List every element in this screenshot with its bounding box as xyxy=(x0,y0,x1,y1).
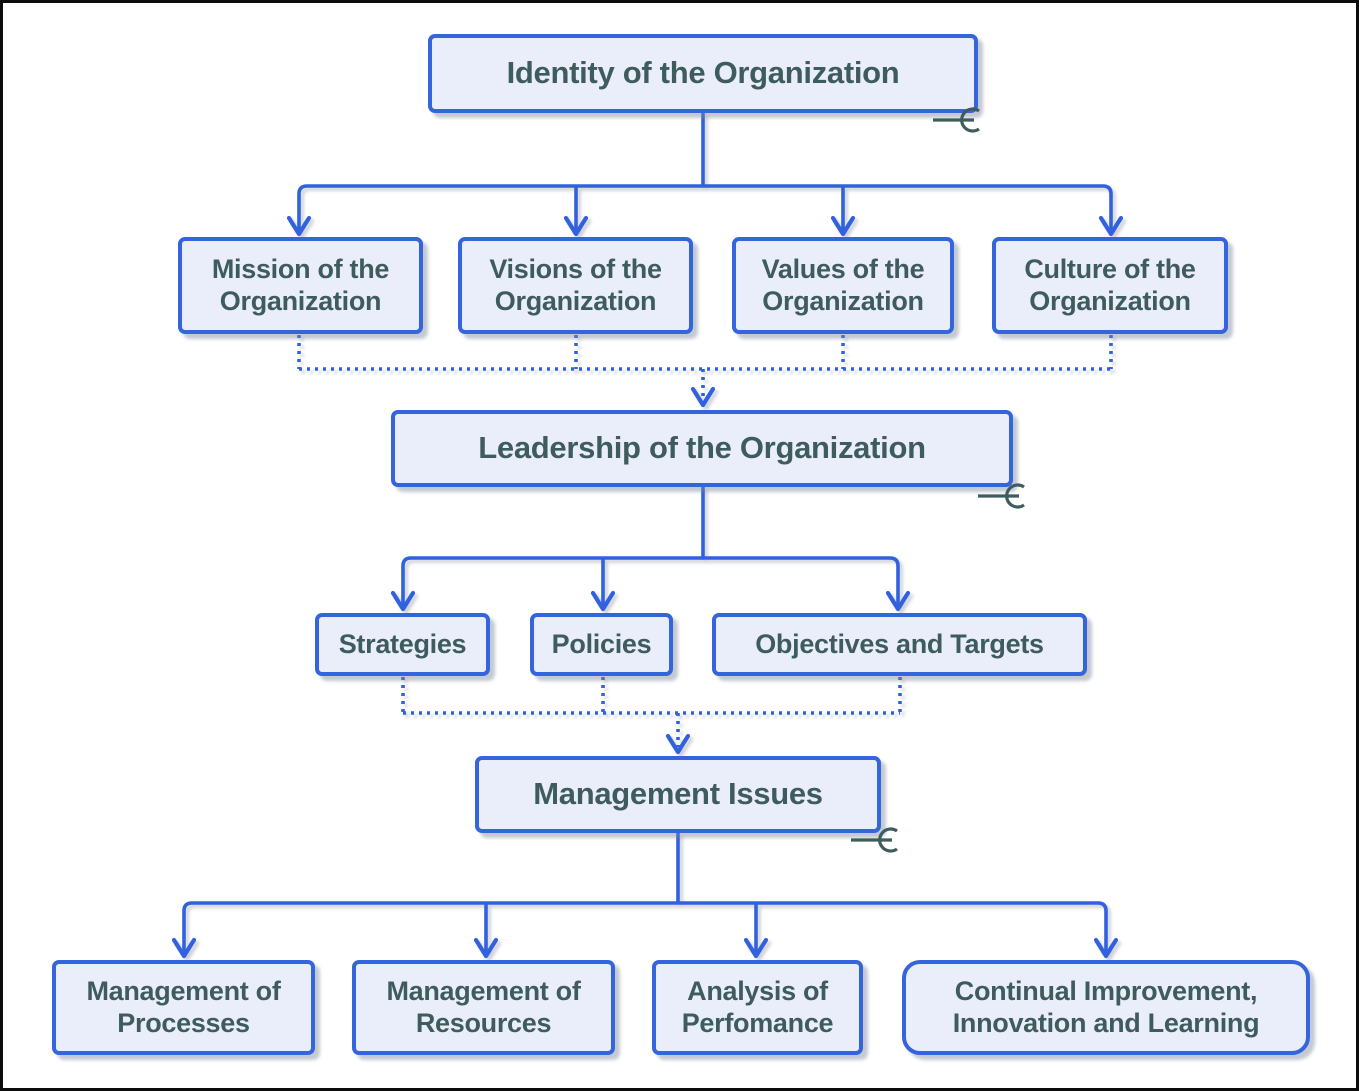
node-mission[interactable]: Mission of the Organization xyxy=(178,237,423,334)
collapse-icon[interactable] xyxy=(975,482,1033,510)
node-culture-label: Culture of the Organization xyxy=(1024,253,1196,316)
node-processes[interactable]: Management of Processes xyxy=(52,960,315,1055)
node-strategies[interactable]: Strategies xyxy=(315,613,490,676)
node-objectives[interactable]: Objectives and Targets xyxy=(712,613,1087,676)
edges-children-to-management-issues xyxy=(401,677,902,755)
edges-children-to-leadership xyxy=(297,335,1113,408)
node-values[interactable]: Values of the Organization xyxy=(732,237,954,334)
node-resources[interactable]: Management of Resources xyxy=(352,960,615,1055)
node-policies-label: Policies xyxy=(551,628,652,659)
edges-leadership-to-children xyxy=(390,487,911,612)
collapse-icon[interactable] xyxy=(848,826,906,854)
node-resources-label: Management of Resources xyxy=(386,975,581,1038)
node-visions[interactable]: Visions of the Organization xyxy=(458,237,693,334)
node-identity[interactable]: Identity of the Organization xyxy=(428,34,978,113)
node-continual[interactable]: Continual Improvement, Innovation and Le… xyxy=(902,960,1310,1055)
node-values-label: Values of the Organization xyxy=(761,253,925,316)
node-leadership[interactable]: Leadership of the Organization xyxy=(391,410,1013,487)
node-strategies-label: Strategies xyxy=(338,628,467,659)
node-continual-label: Continual Improvement, Innovation and Le… xyxy=(952,975,1260,1038)
node-visions-label: Visions of the Organization xyxy=(489,253,662,316)
edges-identity-to-children xyxy=(286,113,1124,237)
node-analysis-label: Analysis of Perfomance xyxy=(681,975,834,1038)
node-analysis[interactable]: Analysis of Perfomance xyxy=(652,960,863,1055)
node-management-issues[interactable]: Management Issues xyxy=(475,756,881,833)
node-policies[interactable]: Policies xyxy=(530,613,673,676)
node-objectives-label: Objectives and Targets xyxy=(755,628,1044,659)
node-leadership-label: Leadership of the Organization xyxy=(478,430,926,466)
node-management-issues-label: Management Issues xyxy=(533,776,823,812)
node-processes-label: Management of Processes xyxy=(86,975,281,1038)
connector-lines xyxy=(171,113,1124,959)
node-culture[interactable]: Culture of the Organization xyxy=(992,237,1228,334)
node-identity-label: Identity of the Organization xyxy=(506,55,900,91)
collapse-icon[interactable] xyxy=(930,106,988,134)
node-mission-label: Mission of the Organization xyxy=(211,253,390,316)
edges-management-issues-to-children xyxy=(171,833,1119,959)
